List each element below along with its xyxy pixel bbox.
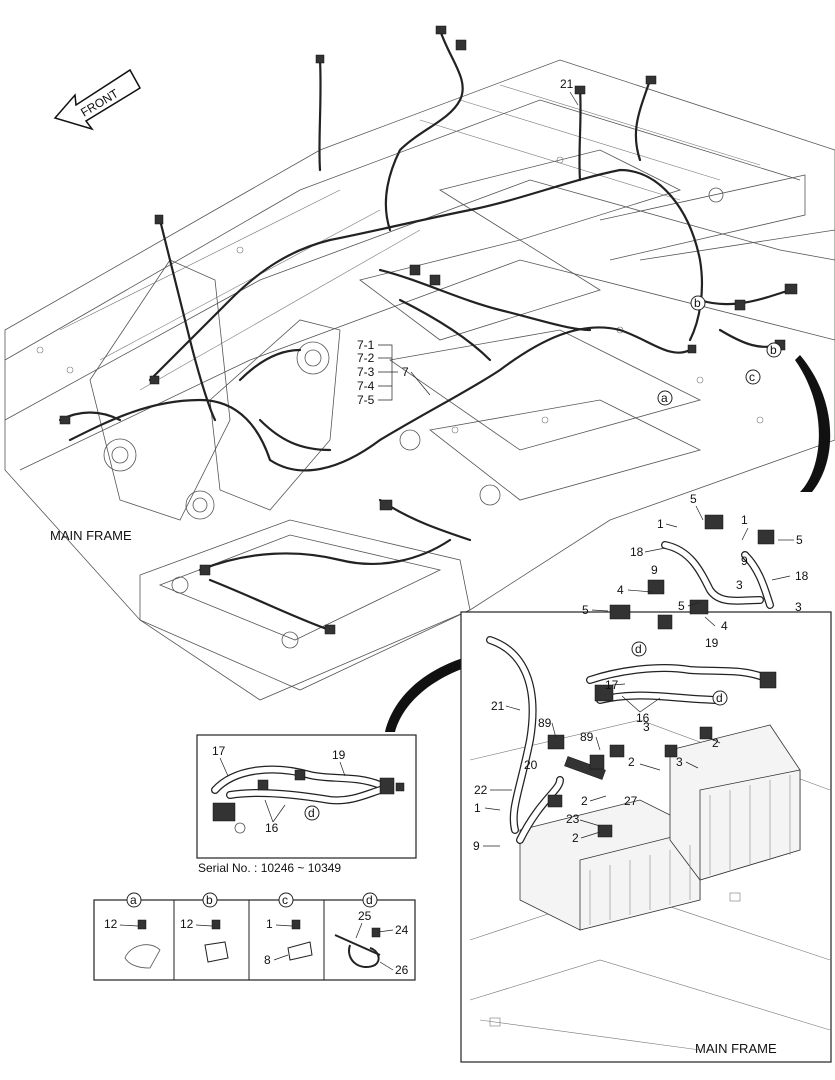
callout-21: 21 bbox=[491, 699, 505, 713]
callout-5: 5 bbox=[690, 492, 697, 506]
callout-9: 9 bbox=[651, 563, 658, 577]
callout-3: 3 bbox=[795, 600, 802, 614]
legend-c-part-1: 1 bbox=[266, 917, 273, 931]
detail-pointer-swoop bbox=[795, 355, 831, 492]
serial-inset-harness bbox=[211, 765, 405, 834]
callout-7: 7 bbox=[402, 365, 409, 379]
main-wire-harness bbox=[58, 28, 792, 632]
callout-d: d bbox=[716, 691, 723, 705]
front-arrow: FRONT bbox=[53, 68, 142, 131]
legend-b-part-12: 12 bbox=[180, 917, 194, 931]
main-frame-label: MAIN FRAME bbox=[50, 528, 132, 543]
callout-2: 2 bbox=[712, 736, 719, 750]
serial-callout-d: d bbox=[308, 806, 315, 820]
callout-16: 16 bbox=[636, 711, 650, 725]
callout-23: 23 bbox=[566, 812, 580, 826]
callout-5: 5 bbox=[678, 599, 685, 613]
legend-c-part-8: 8 bbox=[264, 953, 271, 967]
callout-3: 3 bbox=[676, 755, 683, 769]
callout-22: 22 bbox=[474, 783, 488, 797]
callout-89: 89 bbox=[580, 730, 594, 744]
harness-connectors bbox=[59, 25, 798, 635]
detail-legend: a b c d 12 12 1 8 25 24 26 bbox=[93, 892, 416, 981]
callout-4: 4 bbox=[617, 583, 624, 597]
callout-89: 89 bbox=[538, 716, 552, 730]
legend-key-a: a bbox=[130, 893, 137, 907]
callout-1: 1 bbox=[474, 801, 481, 815]
main-callouts: 21 7-1 7-2 7-3 7-4 7-5 7 a b b c bbox=[357, 77, 782, 407]
callout-3: 3 bbox=[643, 720, 650, 734]
callout-9: 9 bbox=[473, 839, 480, 853]
callout-c: c bbox=[749, 370, 755, 384]
legend-key-d: d bbox=[366, 893, 373, 907]
serial-number-label: Serial No. : 10246 ~ 10349 bbox=[198, 861, 341, 875]
detail-main-frame-label: MAIN FRAME bbox=[695, 1041, 777, 1056]
serial-callout-17: 17 bbox=[212, 744, 226, 758]
serial-callout-16: 16 bbox=[265, 821, 279, 835]
callout-1: 1 bbox=[741, 513, 748, 527]
detail-callouts: 5 1 1 5 18 9 9 3 18 4 5 5 3 4 d d 19 17 … bbox=[473, 492, 809, 853]
callout-1: 1 bbox=[657, 517, 664, 531]
battery-cables bbox=[486, 514, 777, 844]
main-frame-structure bbox=[4, 59, 835, 701]
callout-7-2: 7-2 bbox=[357, 351, 375, 365]
callout-7-4: 7-4 bbox=[357, 379, 375, 393]
batteries bbox=[519, 724, 801, 931]
serial-callout-19: 19 bbox=[332, 748, 346, 762]
callout-7-5: 7-5 bbox=[357, 393, 375, 407]
legend-d-part-26: 26 bbox=[395, 963, 409, 977]
callout-7-3: 7-3 bbox=[357, 365, 375, 379]
legend-a-part-12: 12 bbox=[104, 917, 118, 931]
callout-2: 2 bbox=[628, 755, 635, 769]
callout-3: 3 bbox=[736, 578, 743, 592]
callout-27: 27 bbox=[624, 794, 638, 808]
legend-d-part-25: 25 bbox=[358, 909, 372, 923]
callout-2: 2 bbox=[572, 831, 579, 845]
callout-18: 18 bbox=[795, 569, 809, 583]
callout-b-2: b bbox=[770, 343, 777, 357]
callout-20: 20 bbox=[524, 758, 538, 772]
legend-d-part-24: 24 bbox=[395, 923, 409, 937]
callout-19: 19 bbox=[705, 636, 719, 650]
legend-key-c: c bbox=[282, 893, 288, 907]
callout-b-1: b bbox=[694, 296, 701, 310]
legend-key-b: b bbox=[206, 893, 213, 907]
callout-d: d bbox=[635, 642, 642, 656]
callout-21: 21 bbox=[560, 77, 574, 91]
callout-17: 17 bbox=[605, 678, 619, 692]
callout-2: 2 bbox=[581, 794, 588, 808]
callout-a: a bbox=[661, 391, 668, 405]
callout-5: 5 bbox=[582, 603, 589, 617]
callout-5: 5 bbox=[796, 533, 803, 547]
callout-9: 9 bbox=[741, 554, 748, 568]
callout-4: 4 bbox=[721, 619, 728, 633]
callout-7-1: 7-1 bbox=[357, 338, 375, 352]
callout-18: 18 bbox=[630, 545, 644, 559]
